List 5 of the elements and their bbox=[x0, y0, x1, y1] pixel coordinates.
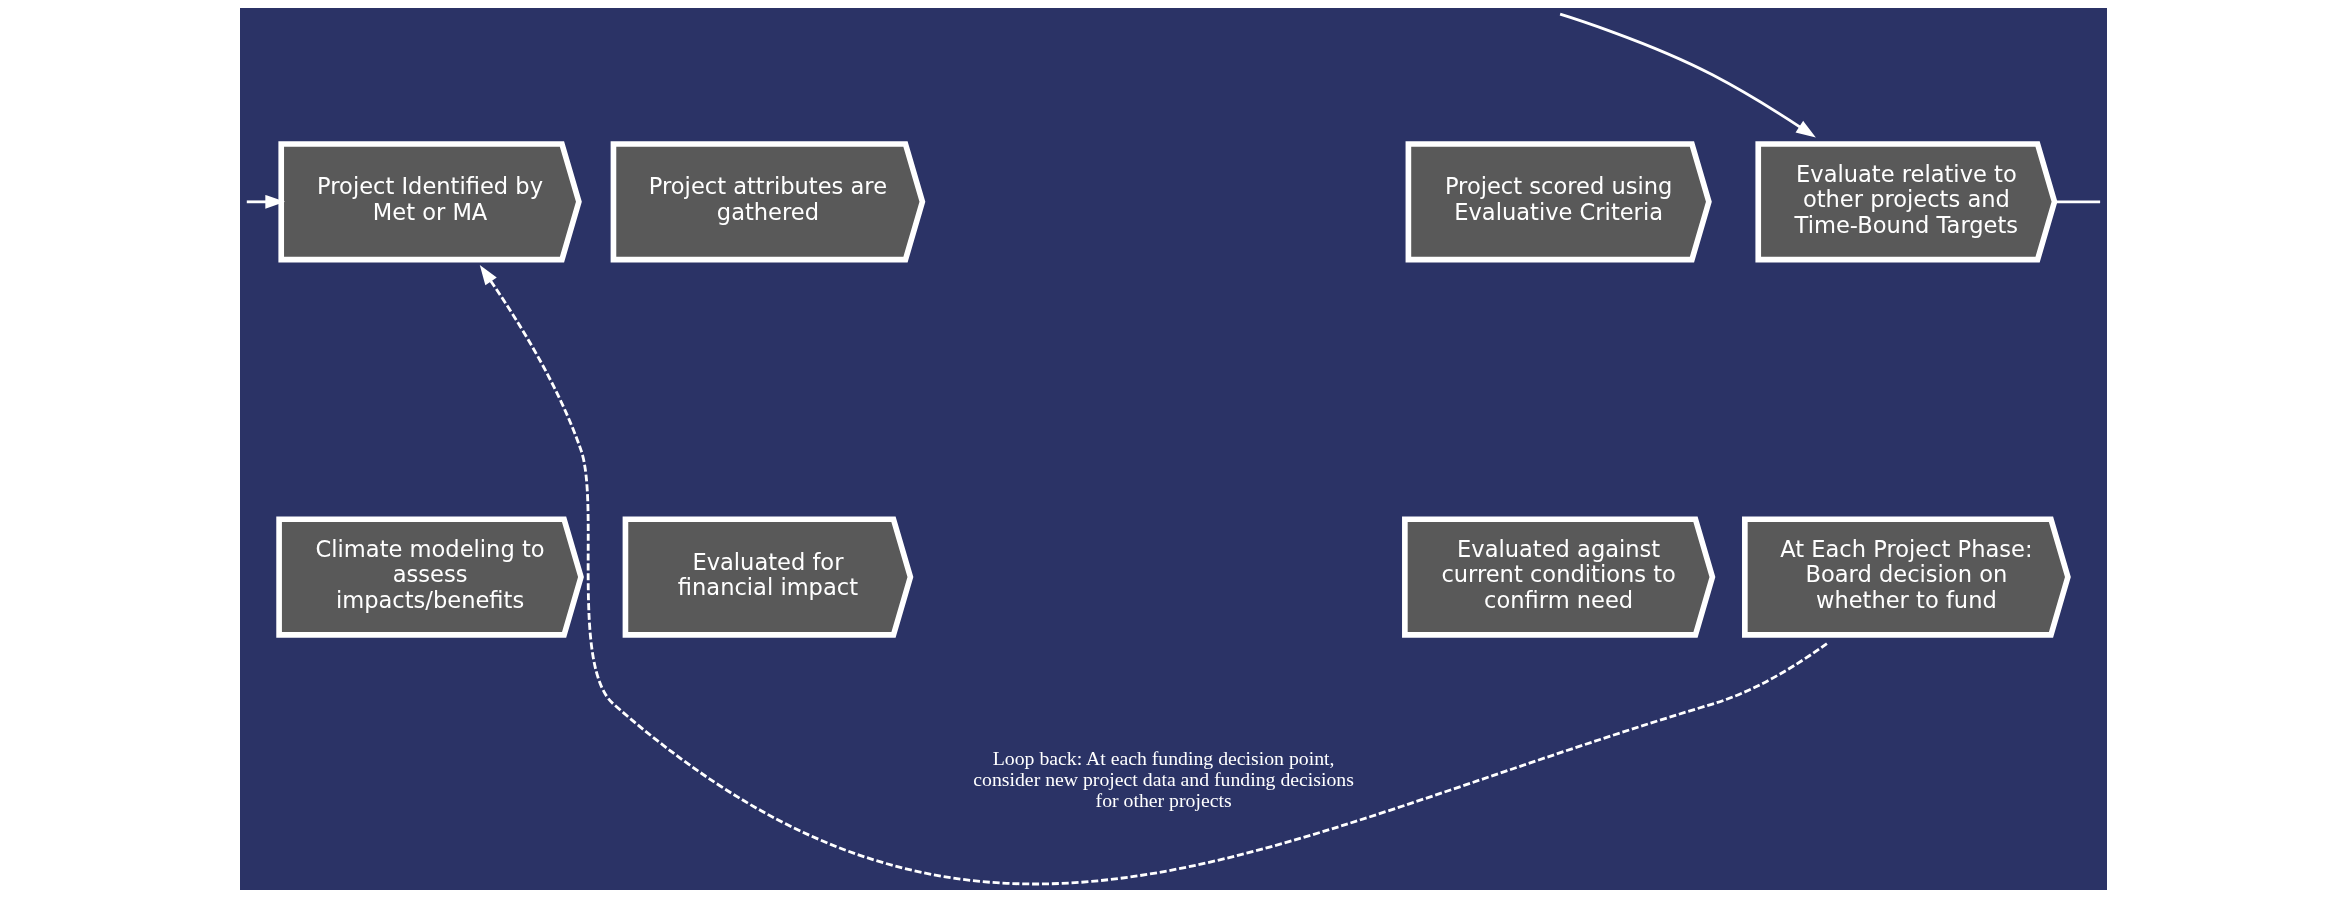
arrow bbox=[1559, 12, 1816, 138]
arrow bbox=[246, 194, 285, 209]
arrow bbox=[479, 265, 1828, 886]
edge-label: Loop back: At each funding decision point, consider new project data and funding decisions for other projects bbox=[972, 746, 1354, 812]
connector bbox=[2054, 200, 2100, 204]
